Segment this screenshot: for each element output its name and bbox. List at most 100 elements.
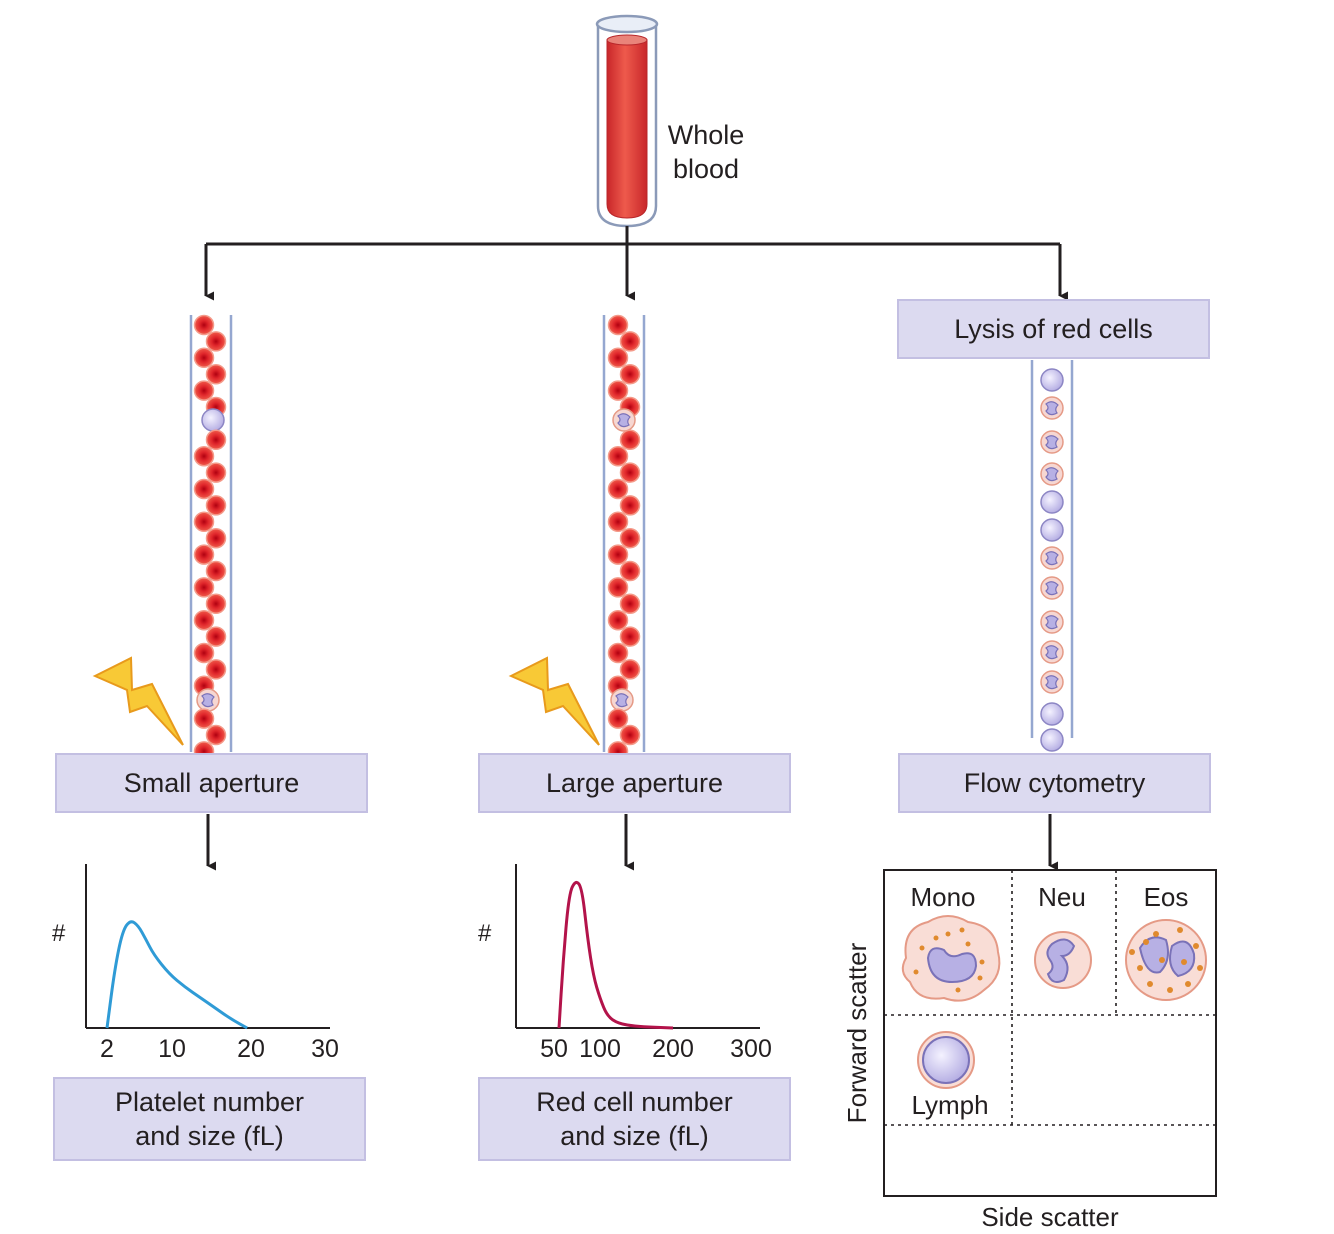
- white-cell-icon: [1040, 430, 1064, 454]
- scatter-y-axis-label: Forward scatter: [842, 942, 872, 1124]
- red-cell-icon: [193, 511, 215, 533]
- platelet-y-axis-symbol: #: [52, 920, 66, 947]
- white-cell-icon: [1040, 368, 1064, 392]
- platelet-x-tick: 20: [237, 1035, 265, 1063]
- red-cell-icon: [193, 445, 215, 467]
- eosinophil-icon: [1125, 919, 1207, 1001]
- red-cell-icon: [619, 593, 641, 615]
- scatter-plot-frame: [883, 869, 1217, 1197]
- platelet-chart-axes: [85, 864, 330, 1029]
- red-cell-icon: [607, 708, 629, 729]
- red-cell-icon: [607, 609, 629, 631]
- white-cell-icon: [1040, 610, 1064, 634]
- white-cell-icon: [1040, 518, 1064, 542]
- white-cell-icon: [1040, 640, 1064, 664]
- redcell-x-tick: 300: [730, 1035, 772, 1063]
- red-cell-icon: [193, 642, 215, 664]
- white-cell-icon: [196, 688, 220, 712]
- lightning-icon: [92, 656, 184, 746]
- red-cell-icon: [193, 544, 215, 565]
- redcell-x-tick: 100: [579, 1035, 621, 1063]
- red-cell-icon: [205, 527, 227, 549]
- red-cell-icon: [607, 511, 629, 533]
- white-cell-icon: [1040, 702, 1064, 726]
- red-cell-icon: [205, 495, 227, 516]
- white-cell-icon: [612, 408, 636, 432]
- population-label-mono: Mono: [910, 882, 976, 912]
- white-cell-icon: [1040, 462, 1064, 486]
- platelet-size-curve: [105, 920, 248, 1030]
- red-cell-icon: [205, 724, 227, 746]
- red-cell-icon: [607, 314, 629, 336]
- platelet-x-tick: 30: [311, 1035, 339, 1063]
- flow-cytometry-cells: [1040, 368, 1064, 752]
- red-cell-icon: [205, 331, 227, 352]
- flow-cytometry-channel: [1030, 360, 1074, 738]
- lymphocyte-icon: [917, 1031, 975, 1089]
- red-cell-icon: [205, 429, 227, 451]
- red-cell-icon: [619, 659, 641, 680]
- platelet-output-line1: Platelet number: [114, 1087, 305, 1117]
- white-cell-icon: [1040, 546, 1064, 570]
- red-cell-icon: [619, 626, 641, 647]
- redcell-chart-axes: [515, 864, 760, 1029]
- source-label: Whole blood: [660, 118, 752, 186]
- population-label-lymph: Lymph: [911, 1090, 989, 1120]
- red-cell-icon: [607, 445, 629, 467]
- red-cell-icon: [607, 544, 629, 565]
- source-label-line2: blood: [672, 154, 740, 184]
- scatter-gates: [884, 870, 1216, 1126]
- red-cell-icon: [205, 626, 227, 647]
- white-cell-icon: [201, 408, 225, 432]
- red-cell-icon: [607, 380, 629, 401]
- population-label-neu: Neu: [1038, 882, 1086, 912]
- large-aperture-label: Large aperture: [545, 768, 724, 798]
- large-aperture-cells: [607, 314, 641, 762]
- red-cell-icon: [619, 429, 641, 451]
- red-cell-icon: [619, 495, 641, 516]
- small-aperture-label: Small aperture: [123, 768, 300, 798]
- flow-cytometry-box: Flow cytometry: [898, 753, 1211, 813]
- red-cell-icon: [619, 462, 641, 483]
- red-cell-icon: [619, 363, 641, 385]
- red-cell-icon: [193, 380, 215, 401]
- neutrophil-icon: [1034, 931, 1092, 989]
- platelet-x-tick: 2: [100, 1035, 114, 1063]
- white-cell-icon: [1040, 728, 1064, 752]
- red-cell-icon: [619, 560, 641, 582]
- platelet-x-tick: 10: [158, 1035, 186, 1063]
- red-cell-icon: [205, 659, 227, 680]
- red-cell-icon: [607, 478, 629, 500]
- red-cell-icon: [619, 331, 641, 352]
- scatter-x-axis-label: Side scatter: [981, 1202, 1119, 1232]
- white-cell-icon: [1040, 490, 1064, 514]
- lysis-step-box: Lysis of red cells: [897, 299, 1210, 359]
- small-aperture-channel: [189, 315, 233, 752]
- red-cell-icon: [193, 609, 215, 631]
- small-aperture-box: Small aperture: [55, 753, 368, 813]
- red-cell-icon: [205, 363, 227, 385]
- redcell-output-box: Red cell number and size (fL): [478, 1077, 791, 1161]
- red-cell-icon: [607, 642, 629, 664]
- redcell-y-axis-symbol: #: [478, 920, 492, 947]
- red-cell-icon: [607, 577, 629, 598]
- red-cell-icon: [205, 560, 227, 582]
- white-cell-icon: [1040, 396, 1064, 420]
- large-aperture-box: Large aperture: [478, 753, 791, 813]
- platelet-output-line2: and size (fL): [135, 1121, 284, 1151]
- red-cell-icon: [205, 462, 227, 483]
- redcell-x-tick: 50: [540, 1035, 568, 1063]
- monocyte-icon: [901, 915, 1001, 1002]
- white-cell-icon: [610, 688, 634, 712]
- red-cell-icon: [619, 724, 641, 746]
- source-label-line1: Whole: [667, 120, 745, 150]
- redcell-size-curve: [557, 880, 674, 1030]
- red-cell-icon: [193, 314, 215, 336]
- red-cell-icon: [607, 347, 629, 369]
- red-cell-icon: [193, 577, 215, 598]
- large-aperture-channel: [602, 315, 646, 752]
- red-cell-icon: [193, 708, 215, 729]
- red-cell-icon: [193, 478, 215, 500]
- red-cell-icon: [193, 347, 215, 369]
